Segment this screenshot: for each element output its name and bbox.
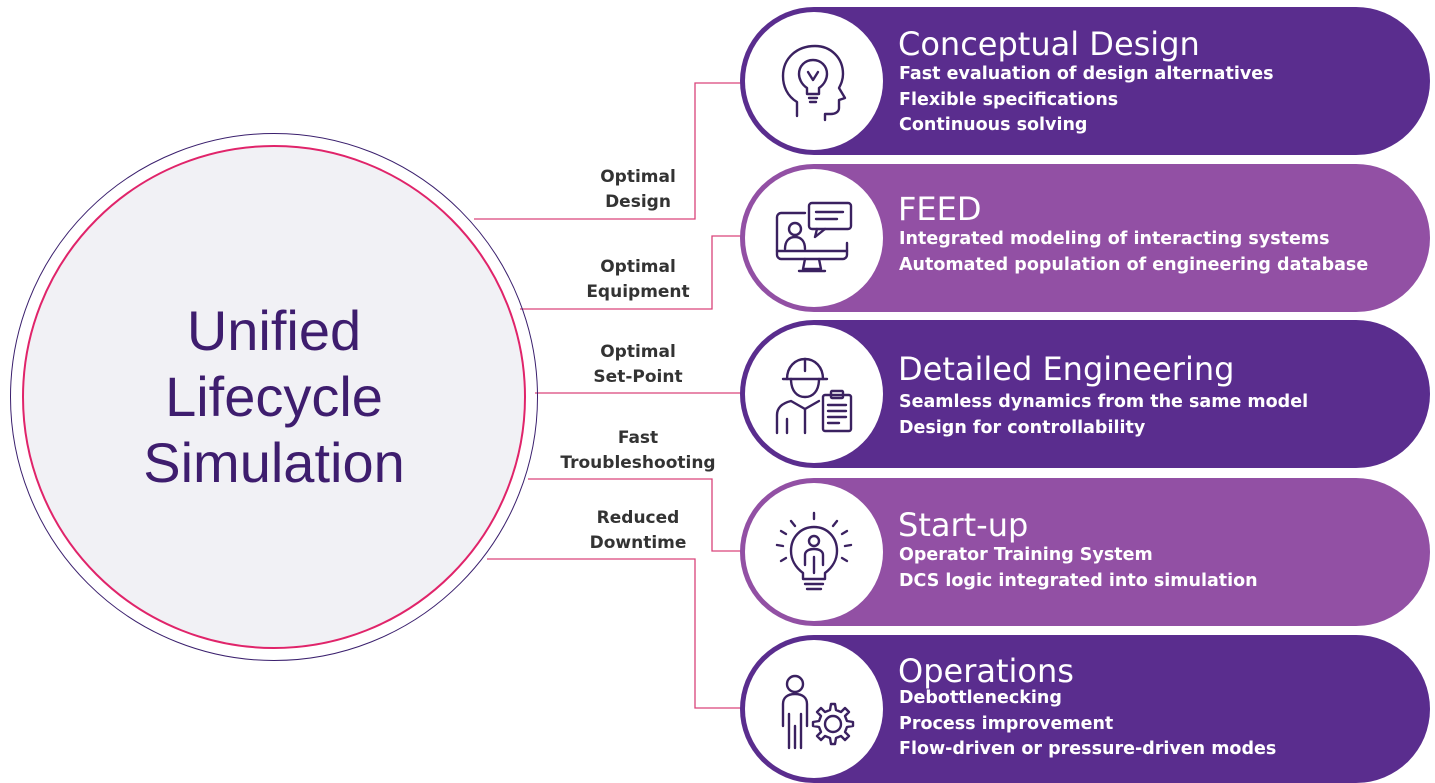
connector-feed [520, 235, 748, 310]
connector-conceptual-design [474, 82, 748, 220]
stage-points: Seamless dynamics from the same model De… [899, 390, 1308, 441]
connector-start-up [528, 478, 748, 552]
stage-point: Debottlenecking [899, 688, 1062, 708]
stage-title: FEED [898, 190, 982, 228]
stage-points: Operator Training System DCS logic integ… [899, 543, 1258, 594]
benefit-line: Troubleshooting [560, 453, 716, 473]
stage-point: Fast evaluation of design alternatives [899, 64, 1274, 84]
benefit-line: Optimal [600, 257, 676, 277]
stage-point: Seamless dynamics from the same model [899, 392, 1309, 412]
benefit-line: Reduced [596, 508, 680, 528]
stage-point: DCS logic integrated into simulation [899, 570, 1258, 591]
person-gear-icon [781, 674, 855, 750]
inner-ring [22, 145, 526, 649]
stage-title: Detailed Engineering [898, 350, 1235, 388]
stage-point: Automated population of engineering data… [899, 254, 1369, 275]
head-lightbulb-icon [781, 44, 847, 122]
person-lightbulb-icon [775, 511, 853, 591]
benefit-line: Fast [617, 428, 659, 448]
stage-title: Operations [898, 652, 1074, 690]
stage-icon-badge [745, 12, 883, 150]
benefit-line: Downtime [589, 533, 687, 553]
stage-point: Flexible specifications [899, 89, 1119, 110]
stage-points: Fast evaluation of design alternatives F… [899, 62, 1274, 139]
center-title-line: Simulation [143, 431, 405, 494]
stage-point: Flow-driven or pressure-driven modes [899, 739, 1277, 759]
stage-title: Conceptual Design [898, 25, 1200, 63]
stage-points: Debottlenecking Process improvement Flow… [899, 686, 1276, 763]
benefit-line: Optimal [600, 167, 676, 187]
benefit-line: Optimal [600, 342, 676, 362]
benefit-label: Reduced Downtime [563, 506, 713, 556]
center-title: Unified Lifecycle Simulation [22, 145, 526, 649]
center-title-line: Lifecycle [165, 365, 383, 428]
connector-operations [487, 558, 748, 709]
stage-icon-badge [745, 169, 883, 307]
stage-point: Continuous solving [899, 115, 1088, 135]
engineer-clipboard-icon [775, 357, 853, 435]
stage-icon-badge [745, 640, 883, 778]
center-title-line: Unified [186, 299, 362, 362]
benefit-label: Optimal Design [563, 165, 713, 215]
stage-point: Operator Training System [899, 545, 1153, 565]
benefit-line: Set-Point [593, 367, 683, 387]
stage-point: Design for controllability [899, 417, 1146, 438]
stage-icon-badge [745, 325, 883, 463]
stage-title: Start-up [898, 506, 1029, 544]
benefit-label: Optimal Set-Point [563, 340, 713, 390]
stage-point: Integrated modeling of interacting syste… [899, 229, 1330, 249]
outer-ring [10, 133, 538, 661]
stage-icon-badge [745, 483, 883, 621]
monitor-chat-icon [775, 201, 853, 273]
stage-point: Process improvement [899, 713, 1114, 734]
benefit-label: Optimal Equipment [563, 255, 713, 305]
benefit-line: Design [605, 192, 671, 212]
benefit-label: Fast Troubleshooting [553, 426, 723, 476]
stage-points: Integrated modeling of interacting syste… [899, 227, 1368, 278]
benefit-line: Equipment [586, 282, 690, 302]
